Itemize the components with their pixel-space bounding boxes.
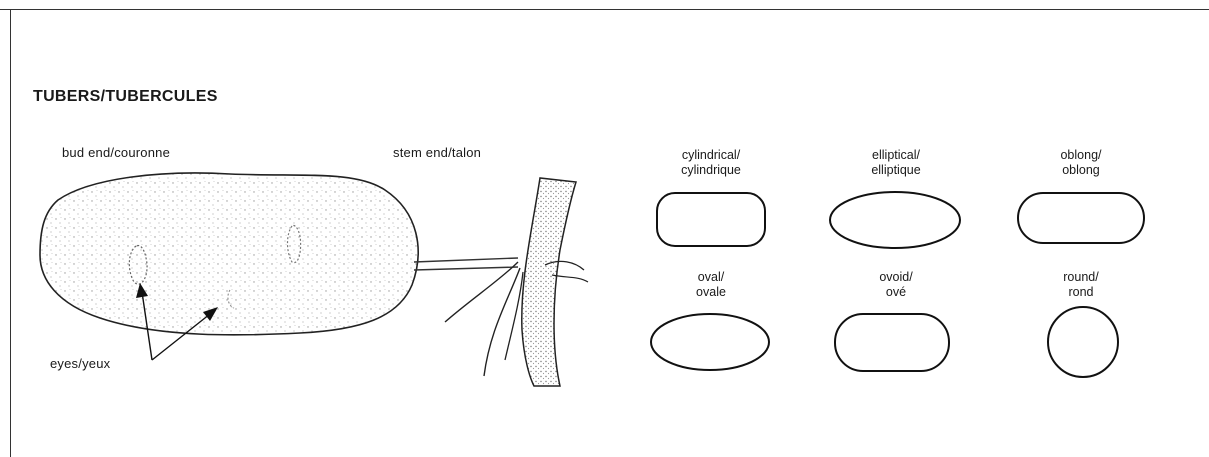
- potato-tuber: [40, 173, 418, 335]
- plant-stem: [522, 178, 576, 386]
- ovoid-shape: [835, 314, 949, 371]
- root: [552, 275, 588, 282]
- cylindrical-shape: [657, 193, 765, 246]
- root: [484, 268, 520, 376]
- stolon: [414, 267, 518, 270]
- round-shape: [1048, 307, 1118, 377]
- root: [445, 262, 518, 322]
- elliptical-shape: [830, 192, 960, 248]
- root: [505, 272, 523, 360]
- oblong-shape: [1018, 193, 1144, 243]
- oval-shape: [651, 314, 769, 370]
- stolon: [414, 258, 518, 262]
